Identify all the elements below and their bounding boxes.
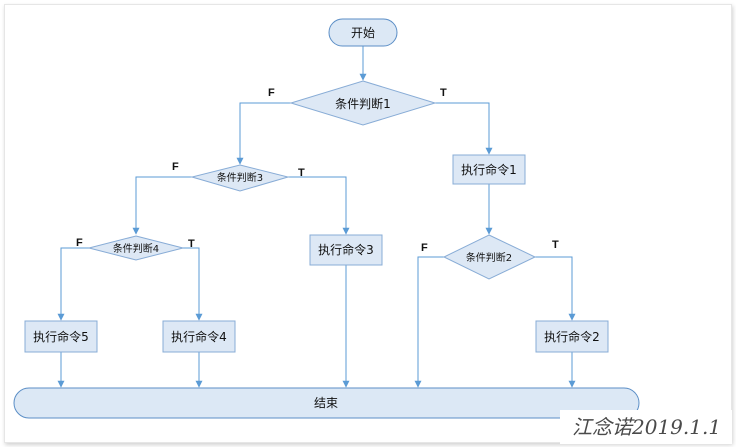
edge-c2-true-to-cmd2 [535, 256, 576, 321]
label-c2-false: F [421, 242, 428, 254]
decision-c3-label: 条件判断3 [217, 171, 263, 184]
edge-c4-true-to-cmd4 [183, 247, 203, 321]
decision-c1-label: 条件判断1 [335, 96, 391, 111]
label-c3-true: T [298, 167, 305, 179]
label-c1-false: F [268, 87, 275, 99]
edge-c2-false-to-end [414, 256, 444, 388]
command-cmd2: 执行命令2 [535, 320, 609, 353]
command-cmd3: 执行命令3 [309, 234, 383, 266]
command-cmd5-label: 执行命令5 [33, 329, 89, 344]
command-cmd4: 执行命令4 [162, 320, 236, 353]
end-label: 结束 [314, 396, 338, 410]
start-label: 开始 [351, 26, 375, 40]
decision-c4-label: 条件判断4 [113, 242, 159, 255]
label-c4-true: T [188, 238, 195, 250]
command-cmd4-label: 执行命令4 [171, 329, 227, 344]
decision-c3: 条件判断3 [190, 164, 290, 192]
edge-c4-false-to-cmd5 [57, 247, 89, 321]
label-c2-true: T [552, 239, 559, 251]
author-watermark: 江念诺2019.1.1 [560, 410, 732, 444]
edge-c3-true-to-cmd3 [288, 176, 350, 235]
label-c4-false: F [76, 237, 83, 249]
label-c1-true: T [440, 87, 447, 99]
decision-c2: 条件判断2 [442, 234, 537, 280]
command-cmd1: 执行命令1 [452, 154, 526, 185]
command-cmd3-label: 执行命令3 [318, 242, 374, 257]
decision-c2-label: 条件判断2 [466, 251, 512, 264]
label-c3-false: F [172, 161, 179, 173]
diagram-frame [4, 4, 732, 443]
edge-c3-false-to-c4 [132, 176, 192, 235]
edge-c1-false-to-c3 [236, 102, 291, 165]
edge-c1-true-to-cmd1 [435, 102, 493, 155]
end-node: 结束 [13, 387, 640, 419]
command-cmd5: 执行命令5 [24, 320, 98, 353]
command-cmd1-label: 执行命令1 [461, 162, 517, 177]
decision-c4: 条件判断4 [88, 235, 184, 261]
command-cmd2-label: 执行命令2 [544, 329, 600, 344]
start-node: 开始 [328, 18, 398, 47]
decision-c1: 条件判断1 [289, 80, 437, 126]
